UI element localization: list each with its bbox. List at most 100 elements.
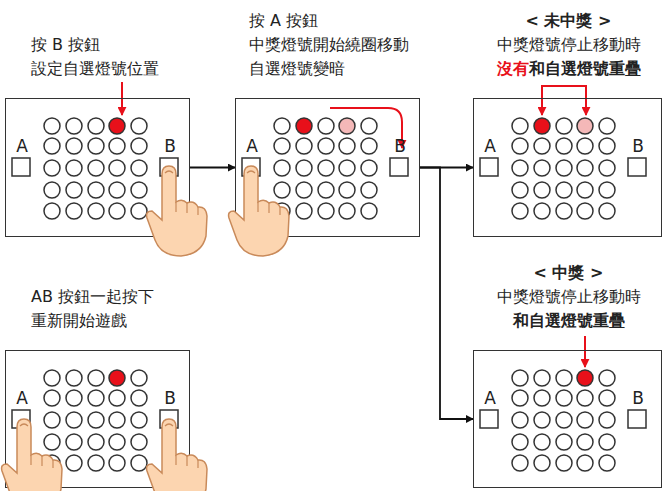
lamp	[66, 160, 82, 176]
lamp	[556, 138, 572, 154]
heading-text: < 未中獎 >	[464, 9, 664, 33]
lamp	[556, 160, 572, 176]
lamp	[66, 455, 82, 471]
lamp	[534, 370, 550, 386]
lamp	[66, 182, 82, 198]
lamp	[556, 203, 572, 219]
button-letter: B	[164, 389, 176, 407]
lamp	[66, 203, 82, 219]
lamp	[599, 434, 615, 450]
lamp	[88, 455, 104, 471]
device-panel: AB 按鈕一起按下 重新開始遊戲AB	[5, 350, 190, 488]
lamp	[66, 412, 82, 428]
lamp	[577, 434, 593, 450]
lamp	[88, 118, 104, 134]
device-panel: 按 A 按鈕 中獎燈號開始繞圈移動 自選燈號變暗AB	[235, 98, 420, 237]
lamp	[361, 203, 377, 219]
lamp	[274, 160, 290, 176]
lamp	[296, 203, 312, 219]
lamp	[44, 434, 60, 450]
lamp	[534, 203, 550, 219]
lamp	[109, 390, 125, 406]
lamp	[274, 182, 290, 198]
lamp	[109, 203, 125, 219]
lamp	[296, 138, 312, 154]
lamp	[556, 434, 572, 450]
lamp	[512, 434, 528, 450]
button-square	[12, 158, 30, 176]
lamp	[534, 412, 550, 428]
lamp	[88, 434, 104, 450]
lamp	[44, 370, 60, 386]
lamp	[599, 412, 615, 428]
lamp	[599, 390, 615, 406]
leader-arrow	[584, 336, 586, 367]
lamp	[556, 455, 572, 471]
flow-connector	[190, 167, 235, 169]
lamp	[109, 182, 125, 198]
button-letter: B	[164, 137, 176, 155]
lamp	[339, 182, 355, 198]
lamp	[361, 138, 377, 154]
lamp	[296, 160, 312, 176]
lamp	[109, 455, 125, 471]
button-square	[628, 158, 646, 176]
lamp	[556, 412, 572, 428]
hand	[2, 419, 62, 491]
step-heading: 按 B 按鈕 設定自選燈號位置	[31, 33, 201, 81]
lamp	[599, 138, 615, 154]
button-letter: A	[484, 137, 496, 155]
lamp	[66, 390, 82, 406]
heading-text: 和自選燈號重疊	[529, 59, 641, 78]
button-square	[160, 410, 178, 428]
lamp	[109, 138, 125, 154]
lamp	[131, 118, 147, 134]
lamp	[599, 203, 615, 219]
lamp	[109, 160, 125, 176]
lamp	[599, 118, 615, 134]
button-letter: A	[484, 389, 496, 407]
lamp	[131, 434, 147, 450]
lamp	[109, 412, 125, 428]
device-panel: < 未中獎 >中獎燈號停止移動時沒有和自選燈號重疊AB	[473, 98, 662, 237]
button-square	[628, 410, 646, 428]
lamp	[556, 118, 572, 134]
lamp	[88, 390, 104, 406]
lamp	[534, 182, 550, 198]
lamp	[534, 160, 550, 176]
lamp	[577, 138, 593, 154]
lamp	[512, 370, 528, 386]
step-heading: AB 按鈕一起按下 重新開始遊戲	[31, 285, 171, 333]
button-square	[160, 158, 178, 176]
lamp	[577, 118, 593, 134]
lamp	[296, 118, 312, 134]
lamp	[44, 138, 60, 154]
lamp	[109, 434, 125, 450]
lamp	[534, 118, 550, 134]
step-heading: 按 A 按鈕 中獎燈號開始繞圈移動 自選燈號變暗	[249, 9, 427, 81]
lamp	[66, 118, 82, 134]
step-heading: < 未中獎 >中獎燈號停止移動時沒有和自選燈號重疊	[464, 9, 664, 81]
lamp	[577, 412, 593, 428]
heading-text: AB 按鈕一起按下 重新開始遊戲	[31, 285, 171, 333]
lamp	[318, 182, 334, 198]
lamp	[318, 138, 334, 154]
lamp	[599, 182, 615, 198]
heading-text: 按 A 按鈕 中獎燈號開始繞圈移動 自選燈號變暗	[249, 9, 427, 81]
lamp	[361, 118, 377, 134]
lamp	[556, 370, 572, 386]
button-letter: B	[394, 137, 406, 155]
lamp	[66, 138, 82, 154]
lamp	[599, 160, 615, 176]
lamp	[44, 455, 60, 471]
lamp	[88, 370, 104, 386]
lamp	[361, 182, 377, 198]
lamp	[512, 138, 528, 154]
lamp	[131, 370, 147, 386]
heading-text: < 中獎 >	[464, 261, 664, 285]
button-square	[390, 158, 408, 176]
device-panel: < 中獎 >中獎燈號停止移動時和自選燈號重疊AB	[473, 350, 662, 488]
lamp	[131, 203, 147, 219]
button-letter: A	[16, 137, 28, 155]
